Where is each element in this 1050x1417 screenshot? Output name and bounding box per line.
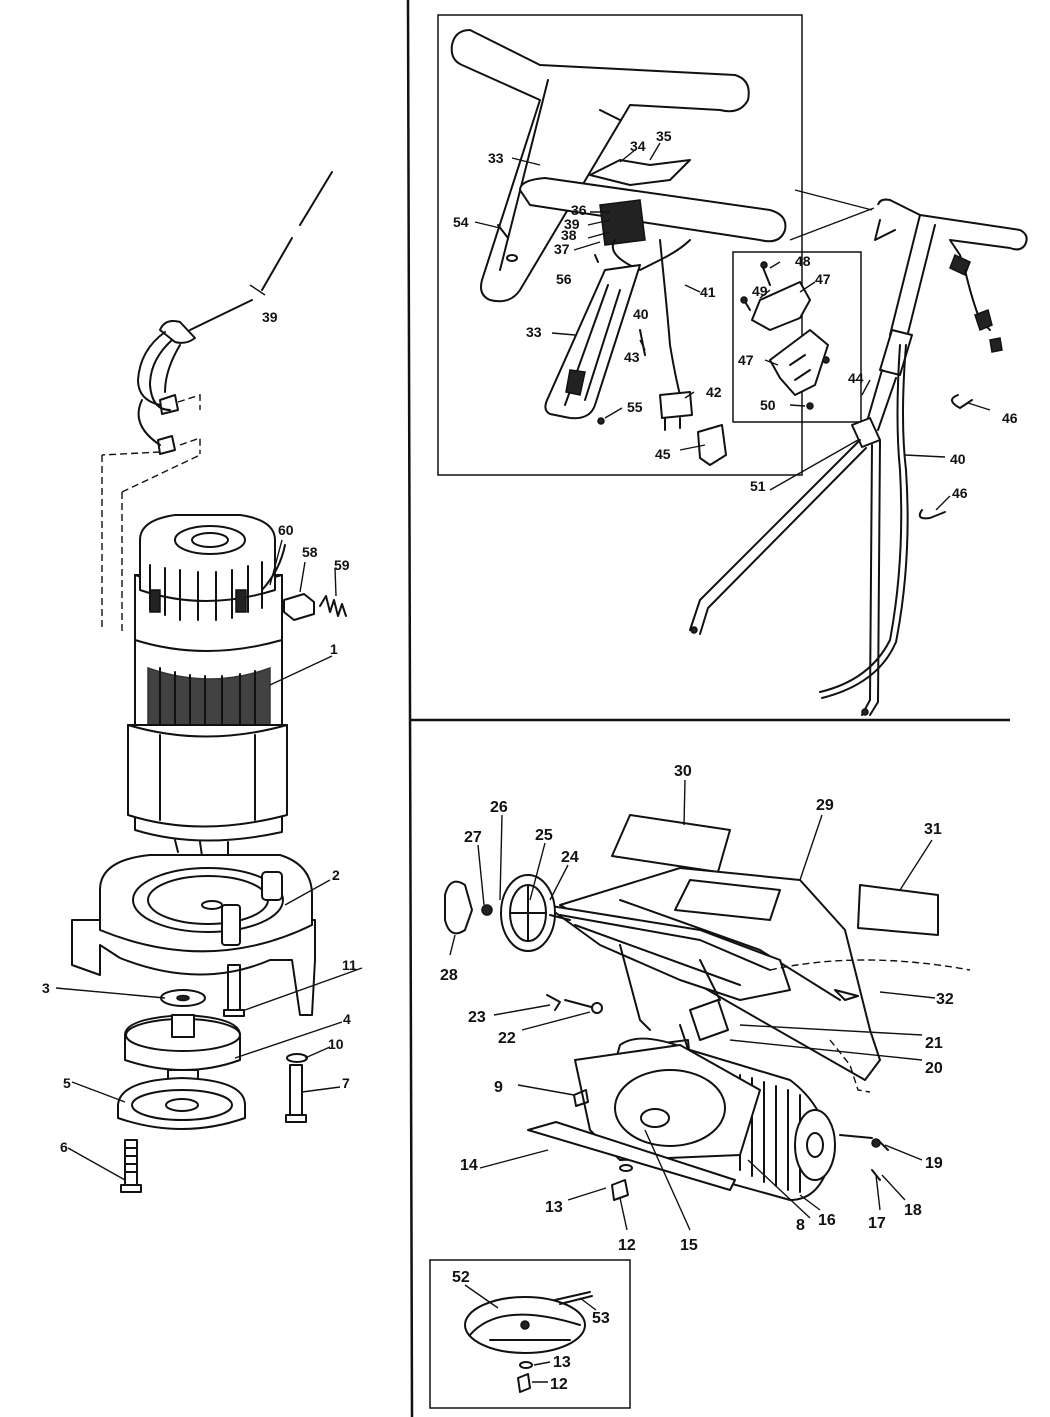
switch-part xyxy=(599,199,646,246)
callout-label: 50 xyxy=(760,397,776,413)
callout-label: 47 xyxy=(738,352,754,368)
bracket-part xyxy=(751,281,811,331)
callout-label: 26 xyxy=(490,799,508,816)
callout-label: 44 xyxy=(848,370,864,386)
callout-label: 43 xyxy=(624,349,640,365)
callout-label: 8 xyxy=(796,1217,805,1234)
callout-label: 51 xyxy=(750,478,766,494)
cable-part xyxy=(659,239,681,396)
callout-label: 25 xyxy=(535,827,553,844)
callout-label: 4 xyxy=(343,1011,351,1027)
callout-label: 47 xyxy=(815,271,831,287)
handle-half-part xyxy=(544,264,641,420)
callout-label: 5 xyxy=(63,1075,71,1091)
callout-label: 36 xyxy=(571,202,587,218)
callout-label: 11 xyxy=(342,957,357,973)
callout-label: 46 xyxy=(952,485,968,501)
callout-label: 58 xyxy=(302,544,318,560)
callout-label: 16 xyxy=(818,1212,836,1229)
brush-part xyxy=(283,593,315,621)
callout-label: 14 xyxy=(460,1157,478,1174)
callout-label: 13 xyxy=(545,1199,563,1216)
handle-assembly xyxy=(450,29,787,466)
callout-label: 60 xyxy=(278,522,294,538)
callout-label: 53 xyxy=(592,1310,610,1327)
vertical-divider xyxy=(406,0,414,1417)
callout-label: 48 xyxy=(795,253,811,269)
callout-label: 3 xyxy=(42,980,50,996)
callout-label: 32 xyxy=(936,991,954,1008)
callout-label: 39 xyxy=(564,216,580,232)
label-plate-part xyxy=(611,814,731,873)
callout-label: 9 xyxy=(494,1079,503,1096)
deck-assembly xyxy=(444,779,971,1231)
callout-label: 10 xyxy=(328,1036,344,1052)
callout-label: 27 xyxy=(464,829,482,846)
callout-label: 52 xyxy=(452,1269,470,1286)
inset-detail-frame xyxy=(429,1259,631,1409)
callout-label: 33 xyxy=(488,150,504,166)
motor-body-part xyxy=(127,514,288,857)
callout-label: 34 xyxy=(630,138,646,154)
callout-label: 59 xyxy=(334,557,350,573)
callout-label: 49 xyxy=(752,283,768,299)
screw-part xyxy=(120,1139,142,1193)
callout-label: 28 xyxy=(440,967,458,984)
label-plate-part xyxy=(857,884,939,936)
spring-part xyxy=(319,595,347,617)
inset-assembly xyxy=(464,1284,597,1393)
callout-label: 21 xyxy=(925,1035,943,1052)
callout-label: 37 xyxy=(554,241,570,257)
cable-clip-part xyxy=(697,424,727,466)
callout-label: 55 xyxy=(627,399,643,415)
bracket-part xyxy=(769,329,829,396)
washer-part xyxy=(286,1053,308,1063)
handle-half-part xyxy=(450,29,750,303)
callout-label: 7 xyxy=(342,1075,350,1091)
callout-label: 12 xyxy=(550,1376,568,1393)
callout-label: 12 xyxy=(618,1237,636,1254)
callout-label: 1 xyxy=(330,641,338,657)
callout-label: 20 xyxy=(925,1060,943,1077)
motor-assembly xyxy=(55,171,363,1193)
callout-label: 13 xyxy=(553,1354,571,1371)
callout-label: 40 xyxy=(633,306,649,322)
callout-label: 2 xyxy=(332,867,340,883)
callout-label: 42 xyxy=(706,384,722,400)
screw-part xyxy=(223,964,245,1017)
handle-detail-frame xyxy=(437,14,803,476)
bolt-part xyxy=(546,994,596,1011)
bracket-assembly xyxy=(740,261,830,410)
bearing-plate-part xyxy=(117,1077,246,1130)
wheel-hub-part xyxy=(444,880,473,935)
callout-label: 31 xyxy=(924,821,942,838)
bolt-part xyxy=(285,1064,307,1123)
callout-label: 40 xyxy=(950,451,966,467)
callout-label: 22 xyxy=(498,1030,516,1047)
callout-label: 24 xyxy=(561,849,579,866)
fan-housing-part xyxy=(71,854,316,1016)
callout-label: 30 xyxy=(674,763,692,780)
callout-label: 46 xyxy=(1002,410,1018,426)
callout-label: 15 xyxy=(680,1237,698,1254)
callout-label: 33 xyxy=(526,324,542,340)
callout-label: 17 xyxy=(868,1215,886,1232)
plug-part xyxy=(659,391,693,419)
callout-label: 54 xyxy=(453,214,469,230)
callout-label: 23 xyxy=(468,1009,486,1026)
callout-label: 56 xyxy=(556,271,572,287)
handle-frame xyxy=(689,189,1028,716)
callout-label: 18 xyxy=(904,1202,922,1219)
callout-label: 38 xyxy=(561,227,577,243)
bracket-detail-frame xyxy=(732,251,862,423)
cable-part xyxy=(101,171,333,632)
callout-label: 41 xyxy=(700,284,716,300)
callout-label: 29 xyxy=(816,797,834,814)
callout-label: 35 xyxy=(656,128,672,144)
callout-label: 19 xyxy=(925,1155,943,1172)
callout-label: 39 xyxy=(262,309,278,325)
callout-label: 45 xyxy=(655,446,671,462)
callout-label: 6 xyxy=(60,1139,68,1155)
